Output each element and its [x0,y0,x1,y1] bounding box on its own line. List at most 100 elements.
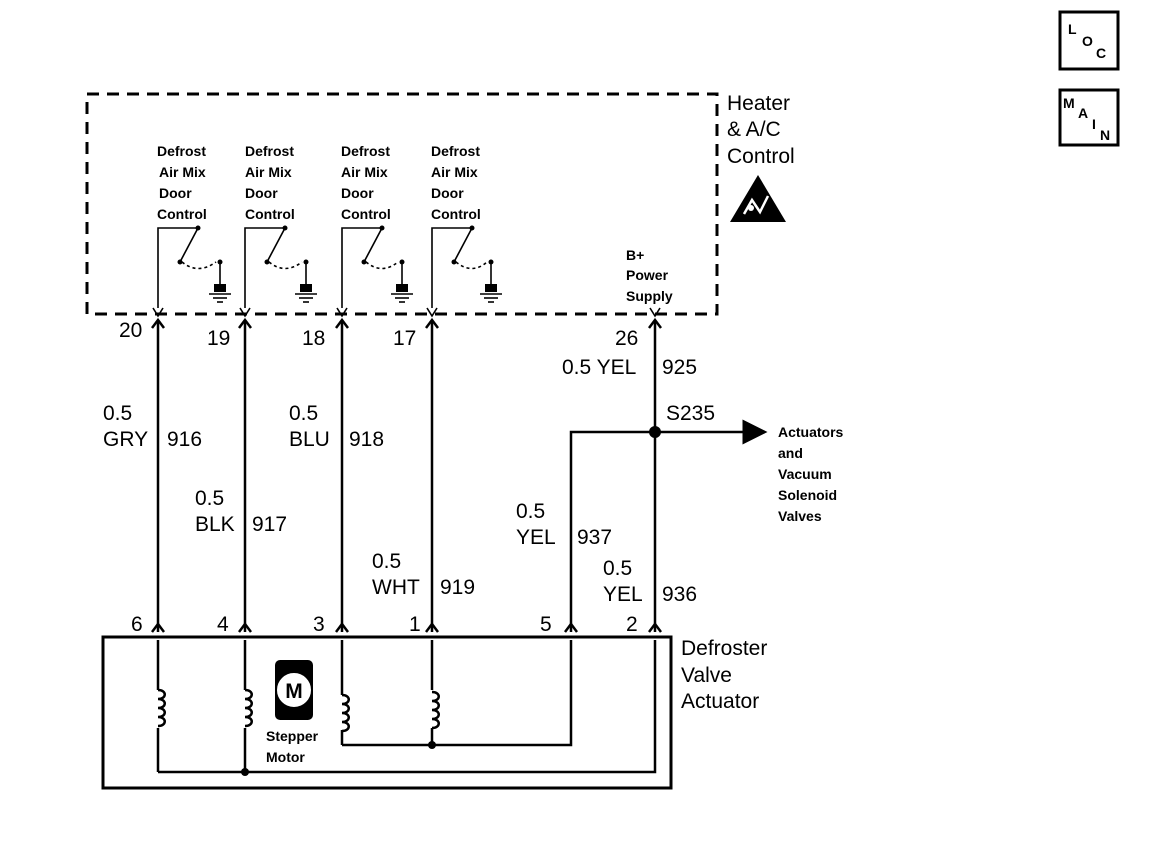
svg-text:0.5: 0.5 [516,500,545,523]
svg-text:Air Mix: Air Mix [431,164,478,180]
connector-bottom-1 [238,621,252,633]
svg-text:0.5: 0.5 [289,402,318,425]
svg-text:919: 919 [440,576,475,599]
svg-text:Defrost: Defrost [431,143,480,159]
loc-letter-l: L [1068,21,1077,37]
wire-label-937: 0.5 YEL 937 [516,500,612,549]
heater-ac-control-box [85,92,719,316]
connector-bottom-4 [564,621,578,633]
switch-1 [157,225,231,308]
main-button[interactable]: M A I N [1058,88,1120,147]
svg-text:917: 917 [252,513,287,536]
svg-text:BLK: BLK [195,513,235,536]
svg-text:Solenoid: Solenoid [778,487,837,503]
main-letter-a: A [1078,105,1088,121]
svg-text:0.5: 0.5 [195,487,224,510]
svg-text:YEL: YEL [603,583,643,606]
connector-bottom-0 [151,621,165,633]
connector-symbols [151,307,662,633]
connector-top-0 [151,317,165,329]
coil [341,693,350,733]
svg-text:WHT: WHT [372,576,420,599]
svg-text:YEL: YEL [516,526,556,549]
svg-text:and: and [778,445,803,461]
coil [431,690,440,730]
switch-label-2: Defrost Air Mix Door Control [245,143,295,222]
svg-text:0.5: 0.5 [603,557,632,580]
svg-text:Actuators: Actuators [778,424,844,440]
control-title: Heater & A/C Control [727,92,795,168]
svg-text:Power: Power [626,267,669,283]
pin-3: 3 [313,613,325,636]
pin-18: 18 [302,327,325,350]
svg-text:Control: Control [727,145,795,168]
svg-text:Control: Control [431,206,481,222]
svg-text:Valve: Valve [681,664,732,687]
connector-bottom-2 [335,621,349,633]
svg-text:918: 918 [349,428,384,451]
svg-text:936: 936 [662,583,697,606]
pin-17: 17 [393,327,416,350]
actuators-label: Actuators and Vacuum Solenoid Valves [778,424,844,524]
pin-26: 26 [615,327,638,350]
svg-text:Air Mix: Air Mix [245,164,292,180]
stepper-motor-icon: M [275,660,313,720]
svg-text:0.5 YEL: 0.5 YEL [562,356,636,379]
svg-text:Stepper: Stepper [266,728,319,744]
svg-text:Air Mix: Air Mix [341,164,388,180]
svg-text:Defroster: Defroster [681,637,767,660]
pin-6: 6 [131,613,143,636]
switch-4 [431,225,502,308]
main-letter-m: M [1063,95,1075,111]
esd-warning-icon [730,175,786,222]
svg-text:0.5: 0.5 [103,402,132,425]
wire-label-918: 0.5 BLU 918 [289,402,384,451]
switch-circuits [157,225,502,308]
svg-text:B+: B+ [626,247,644,263]
power-supply-label: B+ Power Supply [626,247,673,304]
wire-label-936: 0.5 YEL 936 [603,557,697,606]
pin-4: 4 [217,613,229,636]
pin-1: 1 [409,613,421,636]
arrow-top-0 [152,307,164,318]
svg-text:Actuator: Actuator [681,690,759,713]
main-letter-n: N [1100,127,1110,143]
actuator-title: Defroster Valve Actuator [681,637,767,713]
arrow-top-1 [239,307,251,318]
svg-text:937: 937 [577,526,612,549]
coil [157,688,166,728]
stepper-motor-label: Stepper Motor [266,728,319,765]
connector-top-1 [238,317,252,329]
motor-symbol: M [285,680,303,703]
splice-label: S235 [666,402,715,425]
svg-text:Defrost: Defrost [341,143,390,159]
loc-button[interactable]: L O C [1058,10,1120,71]
svg-text:Door: Door [245,185,278,201]
svg-text:Valves: Valves [778,508,822,524]
svg-text:Heater: Heater [727,92,790,115]
actuator-internal-wiring [156,640,657,776]
connector-bottom-5 [648,621,662,633]
wire-label-917: 0.5 BLK 917 [195,487,287,536]
svg-text:Defrost: Defrost [157,143,206,159]
main-letter-i: I [1092,116,1096,132]
loc-letter-c: C [1096,45,1106,61]
svg-text:Defrost: Defrost [245,143,294,159]
switch-3 [341,225,413,308]
svg-text:0.5: 0.5 [372,550,401,573]
splice-s235 [649,426,661,438]
pin-19: 19 [207,327,230,350]
defroster-valve-actuator-box [101,635,673,790]
wire-label-919: 0.5 WHT 919 [372,550,475,599]
connector-bottom-3 [425,621,439,633]
pin-20: 20 [119,319,142,342]
svg-text:& A/C: & A/C [727,118,781,141]
switch-label-3: Defrost Air Mix Door Control [341,143,391,222]
svg-text:Control: Control [245,206,295,222]
svg-text:Motor: Motor [266,749,305,765]
svg-text:Door: Door [341,185,374,201]
switch-label-1: Defrost Air Mix Door Control [157,143,207,222]
arrow-top-3 [426,307,438,318]
svg-text:925: 925 [662,356,697,379]
